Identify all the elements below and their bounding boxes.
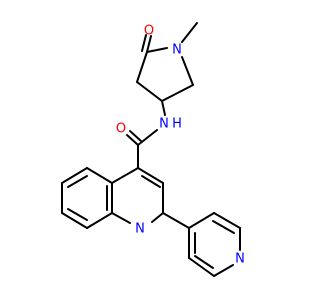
bond: [67, 208, 88, 221]
bond: [126, 134, 139, 146]
bond: [151, 212, 164, 223]
bond: [129, 130, 142, 142]
bond: [61, 167, 88, 184]
bond: [141, 34, 147, 52]
bond: [61, 212, 88, 229]
atom-label-oxygen-amide: O: [116, 122, 126, 137]
molecule-canvas: O N O N H N N: [61, 22, 245, 277]
bond: [136, 51, 148, 83]
atom-label-nitrogen-quinoline: N: [135, 222, 145, 237]
bond: [137, 129, 158, 146]
structure-diagram: O N O N H N N: [61, 22, 245, 277]
atom-label-nitrogen-lactam: N: [172, 43, 182, 58]
bond: [137, 167, 164, 184]
bond: [67, 175, 88, 188]
bond: [161, 100, 166, 116]
bond: [212, 220, 235, 234]
bond: [181, 22, 198, 43]
bond: [213, 212, 241, 229]
bond: [181, 56, 194, 86]
bond: [188, 212, 215, 229]
bond: [86, 167, 113, 184]
atom-label-oxygen-lactam: O: [144, 24, 154, 39]
atom-label-nitrogen-amide: N: [159, 117, 169, 132]
bond: [162, 212, 190, 229]
bond: [136, 81, 163, 102]
bond: [146, 35, 152, 53]
bond: [146, 47, 168, 53]
bond: [86, 212, 113, 229]
bond: [188, 257, 215, 277]
bond: [111, 212, 131, 224]
bond: [161, 84, 194, 102]
bond: [111, 167, 139, 184]
bond: [194, 255, 214, 269]
atom-label-nitrogen-pyridine: N: [235, 252, 245, 267]
bond: [213, 264, 234, 277]
atom-label-hydrogen-amide: H: [172, 117, 182, 132]
bond: [141, 175, 161, 188]
bond-group: [61, 22, 241, 277]
